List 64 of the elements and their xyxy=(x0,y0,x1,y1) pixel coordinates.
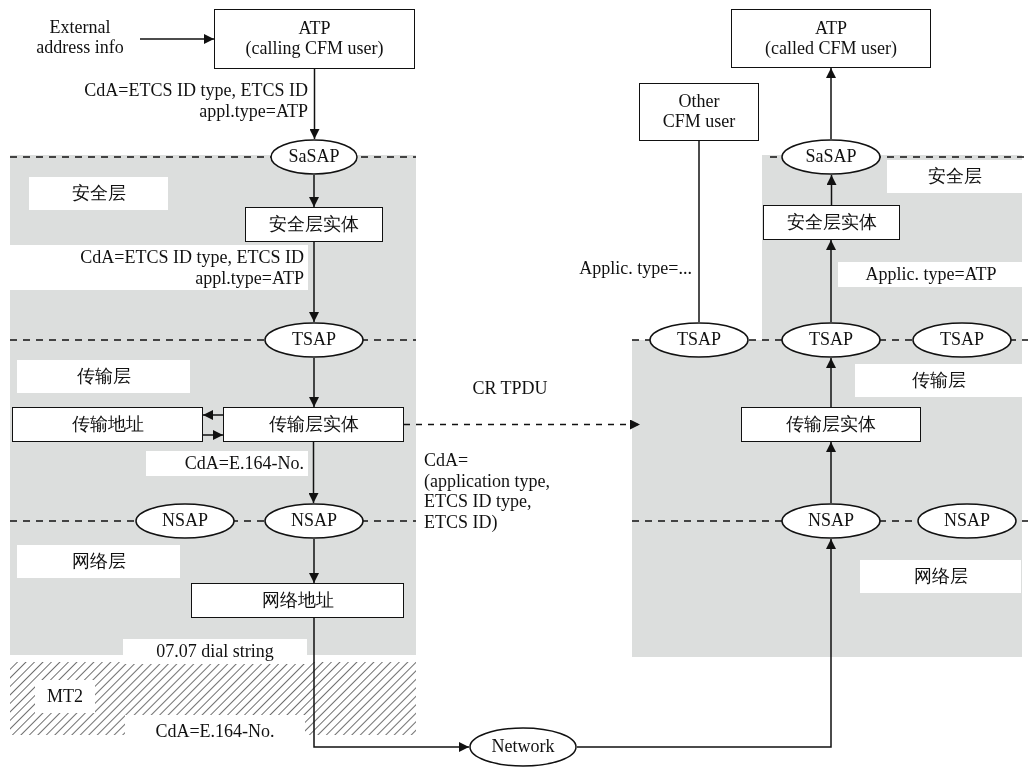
node-label: 网络地址 xyxy=(260,590,335,611)
process-box xyxy=(245,207,383,242)
node-label: ATP xyxy=(814,18,848,39)
node-label: 传输层实体 xyxy=(267,414,360,435)
node-label: 安全层实体 xyxy=(785,212,878,233)
layer-label: 网络层 xyxy=(17,545,180,578)
arrow xyxy=(826,174,837,206)
arrow xyxy=(309,538,319,584)
arrow xyxy=(309,68,320,140)
layer-label: 网络层 xyxy=(860,560,1021,593)
layer-label: CdA= (application type, ETCS ID type, ETCS ID) xyxy=(424,450,550,533)
node-label: 传输层实体 xyxy=(785,414,877,435)
node-label: Other CFM user xyxy=(661,92,737,132)
annotation-text: External address info xyxy=(35,18,125,58)
process-box xyxy=(741,407,921,442)
process-box xyxy=(763,205,900,240)
arrow xyxy=(826,441,836,504)
node-label: TSAP xyxy=(676,330,722,350)
edge-label: CdA=ETCS ID type, ETCS ID appl.type=ATP xyxy=(83,80,308,122)
node-label: Network xyxy=(490,737,556,757)
node-label: TSAP xyxy=(291,330,337,350)
arrow xyxy=(139,34,215,44)
node-label: NSAP xyxy=(290,511,338,531)
process-box xyxy=(12,407,203,442)
arrow xyxy=(313,617,470,752)
node-label: TSAP xyxy=(939,330,985,350)
arrow xyxy=(576,538,836,748)
node-label: 传输地址 xyxy=(70,414,145,435)
node-label: NSAP xyxy=(943,511,991,531)
node-label: ATP xyxy=(297,19,332,39)
process-box xyxy=(223,407,404,442)
node-label: TSAP xyxy=(808,330,854,350)
arrow xyxy=(826,239,836,323)
arrow xyxy=(403,419,641,430)
layer-label: 安全层 xyxy=(29,177,168,210)
node-label: (called CFM user) xyxy=(764,38,898,59)
arrow xyxy=(826,67,836,140)
arrow xyxy=(309,241,319,323)
process-box xyxy=(731,9,931,68)
edge-label: 07.07 dial string xyxy=(123,639,307,664)
arrow xyxy=(309,357,319,408)
layer-label: 传输层 xyxy=(17,360,190,393)
layer-label: 安全层 xyxy=(887,160,1022,193)
layer-label: 传输层 xyxy=(855,364,1022,397)
process-box xyxy=(191,583,404,618)
arrow xyxy=(826,357,836,408)
node-label: SaSAP xyxy=(804,147,858,167)
arrow xyxy=(202,410,224,420)
process-box xyxy=(639,83,759,141)
arrow xyxy=(309,174,319,208)
layer-label: MT2 xyxy=(35,680,95,713)
process-box xyxy=(214,9,415,69)
node-label: NSAP xyxy=(807,511,855,531)
arrow xyxy=(202,430,224,440)
arrow xyxy=(308,441,319,504)
node-label: (calling CFM user) xyxy=(244,39,385,59)
connector-line xyxy=(698,140,700,323)
edge-label: CdA=E.164-No. xyxy=(146,451,308,476)
node-label: SaSAP xyxy=(287,147,341,167)
node-label: 安全层实体 xyxy=(268,214,360,235)
node-label: NSAP xyxy=(161,511,209,531)
edge-label: Applic. type=ATP xyxy=(838,262,1024,287)
edge-label: Applic. type=... xyxy=(578,258,692,279)
edge-label: CR TPDU xyxy=(471,378,549,399)
